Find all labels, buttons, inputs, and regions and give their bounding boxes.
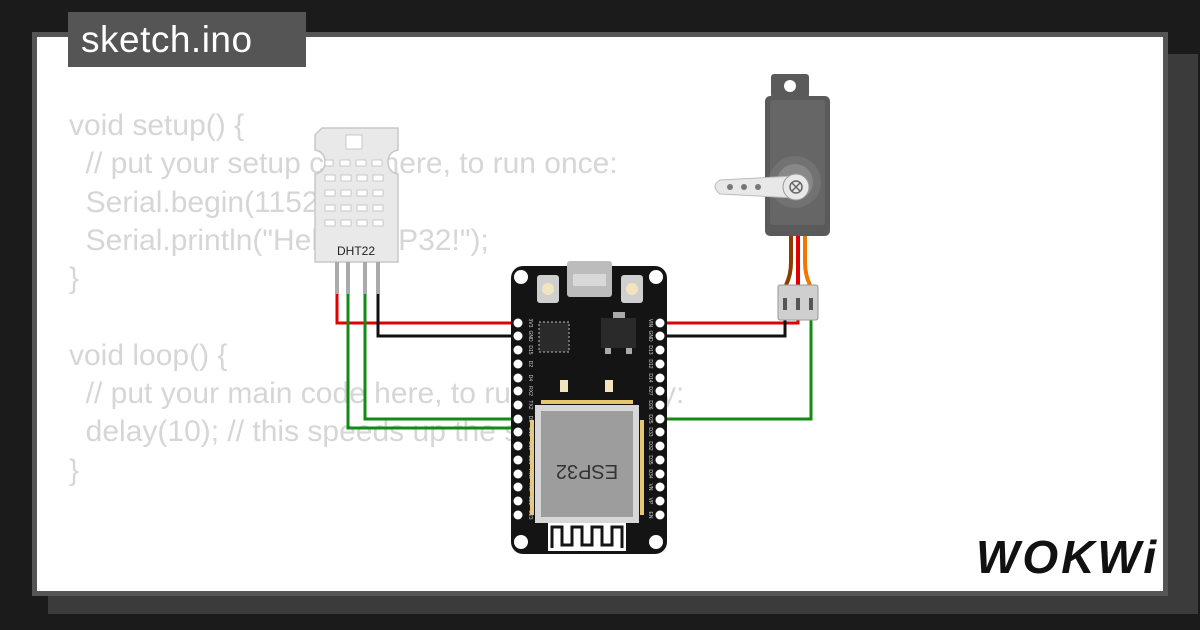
esp32-board[interactable]: ESP32 3V3 GND D15 D2 D4 RX2 TX2 D5 D18 D… bbox=[511, 261, 667, 554]
wire-dht-vcc[interactable] bbox=[335, 292, 518, 325]
servo-horn bbox=[714, 173, 810, 201]
pin-label: D15 bbox=[527, 345, 533, 354]
wire-dht-data-2[interactable] bbox=[363, 292, 518, 421]
pin-label: D22 bbox=[527, 496, 533, 505]
pin-label: D34 bbox=[647, 469, 653, 478]
pin-label: EN bbox=[647, 512, 653, 519]
pin-label: D2 bbox=[527, 361, 533, 368]
file-tab[interactable]: sketch.ino bbox=[68, 12, 306, 67]
pin-label: RX0 bbox=[527, 469, 533, 479]
pin-label: GND bbox=[527, 330, 533, 342]
pin-label: TX0 bbox=[527, 482, 533, 491]
pin-label: D14 bbox=[647, 373, 653, 382]
dht22-label: DHT22 bbox=[337, 244, 375, 258]
pin-label: D13 bbox=[647, 345, 653, 354]
chip-label: ESP32 bbox=[556, 460, 618, 482]
pin-label: D25 bbox=[647, 414, 653, 423]
pin-label: TX2 bbox=[527, 400, 533, 409]
pin-label: D32 bbox=[647, 441, 653, 450]
pin-label: VIN bbox=[647, 319, 653, 328]
code-line: } bbox=[69, 262, 80, 296]
wire-dht-gnd[interactable] bbox=[376, 292, 518, 338]
pin-label: D26 bbox=[647, 400, 653, 409]
wire-servo-gnd[interactable] bbox=[655, 318, 787, 338]
dht22-sensor[interactable]: DHT22 bbox=[314, 127, 399, 294]
file-tab-label: sketch.ino bbox=[81, 19, 253, 60]
pin-label: D18 bbox=[527, 427, 533, 436]
wokwi-logo: WOKWi bbox=[976, 531, 1160, 583]
pin-label: 3V3 bbox=[527, 319, 533, 328]
pin-label: RX2 bbox=[527, 386, 533, 396]
wire-servo-vin[interactable] bbox=[655, 318, 800, 325]
servo-motor[interactable] bbox=[714, 74, 830, 321]
wires bbox=[335, 292, 813, 430]
dht22-pins bbox=[335, 262, 380, 294]
pin-label: D5 bbox=[527, 416, 533, 423]
dht22-grille bbox=[324, 159, 384, 227]
pin-label: D4 bbox=[527, 375, 533, 382]
pin-label: D21 bbox=[527, 455, 533, 464]
pin-label: D27 bbox=[647, 386, 653, 395]
code-editor: void setup() { // put your setup code he… bbox=[69, 107, 684, 490]
code-line: void setup() { bbox=[69, 109, 245, 142]
pin-label: D33 bbox=[647, 427, 653, 436]
pin-label: GND bbox=[647, 330, 653, 342]
pin-label: VN bbox=[647, 484, 653, 491]
code-line: void loop() { bbox=[69, 338, 228, 372]
left-pin-labels: 3V3 GND D15 D2 D4 RX2 TX2 D5 D18 D19 D21… bbox=[527, 319, 533, 520]
code-line: // put your setup code here, to run once… bbox=[85, 147, 618, 181]
left-pin-holes bbox=[513, 318, 523, 520]
code-line: } bbox=[69, 453, 80, 487]
wire-dht-data-1[interactable] bbox=[346, 292, 518, 430]
pin-label: D23 bbox=[527, 510, 533, 519]
wire-servo-signal[interactable] bbox=[655, 318, 813, 421]
pin-label: D19 bbox=[527, 441, 533, 450]
right-pin-labels: VIN GND D13 D12 D14 D27 D26 D25 D33 D32 … bbox=[647, 319, 653, 519]
pin-label: D12 bbox=[647, 359, 653, 368]
pin-label: D35 bbox=[647, 455, 653, 464]
right-pin-holes bbox=[655, 318, 665, 520]
pin-label: VP bbox=[647, 498, 653, 505]
